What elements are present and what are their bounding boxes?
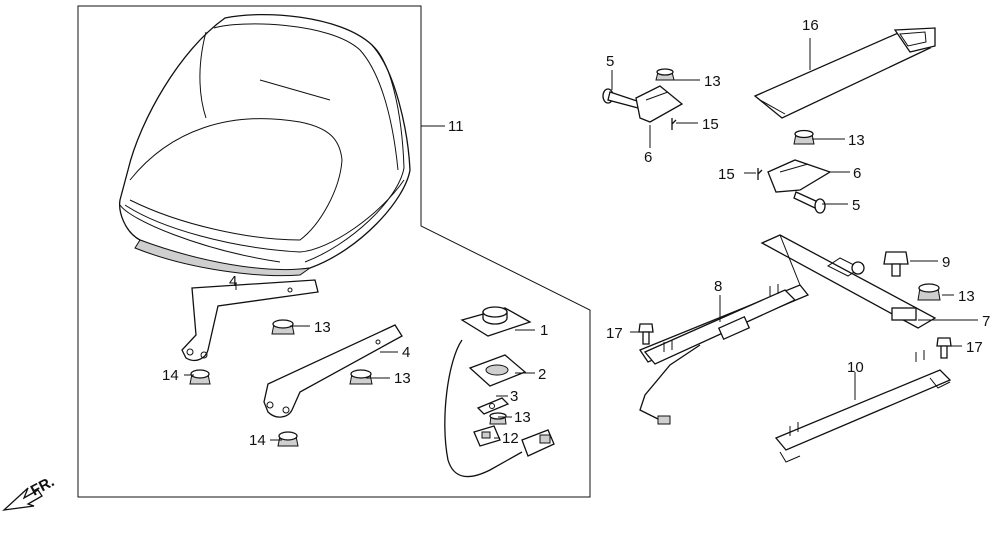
flange-nut-13-a	[271, 319, 295, 335]
switch-base-plate	[468, 354, 527, 387]
callout-c13d: 13	[848, 132, 865, 149]
callout-c3: 3	[510, 388, 518, 405]
callout-c4b: 4	[402, 344, 410, 361]
flange-nut-13-b	[349, 369, 373, 385]
flange-nut-13-switch	[489, 412, 507, 425]
callout-c13a: 13	[314, 319, 331, 336]
callout-c14b: 14	[249, 432, 266, 449]
seat-assembly	[119, 14, 411, 277]
callout-c13c: 13	[704, 73, 721, 90]
callout-c13e: 13	[958, 288, 975, 305]
bolt-17-a	[638, 323, 654, 345]
callout-c5b: 5	[852, 197, 860, 214]
flange-nut-13-c	[655, 68, 675, 81]
callout-c7: 7	[982, 313, 990, 330]
callout-c1: 1	[540, 322, 548, 339]
flange-nut-13-d	[793, 129, 815, 145]
callout-c15a: 15	[702, 116, 719, 133]
group-frame	[77, 5, 591, 498]
callout-c16: 16	[802, 17, 819, 34]
seat-switch-plate	[460, 306, 532, 337]
callout-c5a: 5	[606, 53, 614, 70]
flange-nut-13-e	[917, 283, 941, 301]
clip-15-b	[757, 168, 763, 180]
strap-16	[753, 27, 936, 119]
leader-lines	[184, 38, 978, 441]
hinge-pin-5-b	[793, 191, 826, 214]
wire-harness	[444, 339, 555, 478]
callout-c10: 10	[847, 359, 864, 376]
connector-12	[473, 425, 501, 447]
lower-rail-10	[774, 350, 952, 463]
callout-c14a: 14	[162, 367, 179, 384]
callout-c12: 12	[502, 430, 519, 447]
callout-c13b: 13	[394, 370, 411, 387]
callouts: 1234455667891011121313131313131414151516…	[162, 17, 990, 449]
flange-nut-14-b	[277, 431, 299, 447]
callout-c17b: 17	[966, 339, 983, 356]
callout-c8: 8	[714, 278, 722, 295]
bolt-17-b	[936, 337, 952, 359]
callout-c15b: 15	[718, 166, 735, 183]
callout-c6a: 6	[644, 149, 652, 166]
hinge-bracket-6-a	[635, 85, 684, 123]
seat-bracket-upper	[181, 279, 319, 362]
clip-15-a	[671, 118, 677, 130]
callout-c9: 9	[942, 254, 950, 271]
callout-c17a: 17	[606, 325, 623, 342]
front-direction-arrow: FR.	[2, 473, 57, 511]
callout-c4a: 4	[229, 273, 237, 290]
switch-clip	[476, 397, 510, 415]
flange-nut-14-a	[189, 369, 211, 385]
callout-c6b: 6	[853, 165, 861, 182]
callout-c2: 2	[538, 366, 546, 383]
callout-c11: 11	[448, 118, 464, 135]
flange-bolt-9	[883, 251, 909, 277]
hinge-bracket-6-b	[767, 159, 832, 193]
callout-c13g: 13	[514, 409, 531, 426]
hinge-pin-5-a	[602, 88, 641, 109]
seat-adjuster-8	[639, 284, 797, 425]
seat-bracket-lower	[263, 324, 403, 418]
